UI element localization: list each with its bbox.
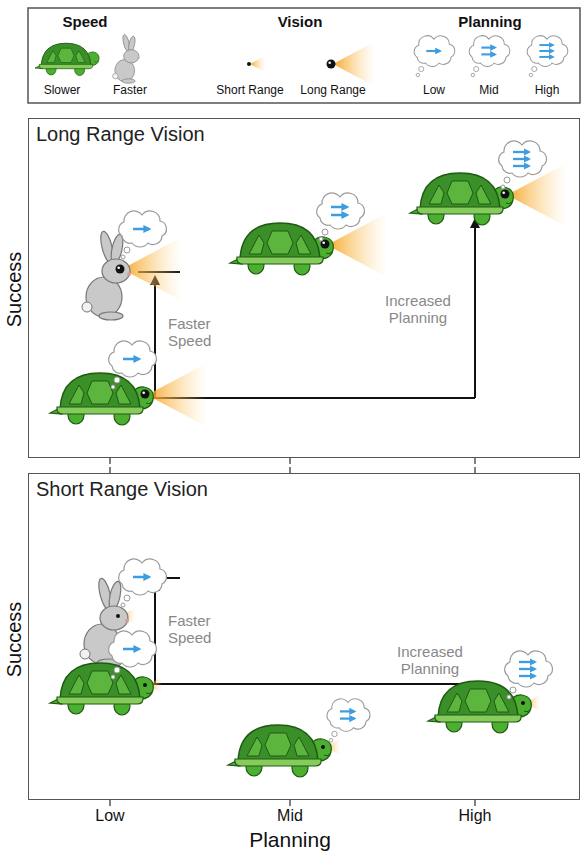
annotation: Faster Speed — [168, 612, 230, 647]
panel-title: Long Range Vision — [36, 123, 205, 146]
planning-sample — [414, 36, 455, 77]
thought-cloud — [327, 699, 370, 742]
thought-cloud — [119, 559, 167, 607]
legend-text: Mid — [449, 84, 529, 98]
planning-sample — [539, 45, 553, 57]
legend-heading: Speed — [40, 13, 130, 30]
plan-arrows — [513, 152, 529, 166]
legend-text: High — [507, 84, 587, 98]
annotation: Faster Speed — [168, 315, 230, 350]
panel-box: Long Range Vision — [28, 118, 580, 458]
legend-samples — [35, 34, 568, 87]
axis-ticks — [289, 467, 291, 473]
axis-title: Success — [3, 230, 26, 350]
rabbit — [82, 230, 131, 320]
planning-sample — [469, 36, 510, 77]
plan-arrows — [331, 207, 347, 215]
axis-ticks — [474, 467, 476, 473]
eye — [141, 390, 150, 399]
legend-heading: Planning — [445, 13, 535, 30]
thought-cloud — [499, 141, 547, 189]
eye — [116, 265, 125, 274]
axis-ticks — [109, 458, 111, 464]
axis-ticks — [109, 467, 111, 473]
turtle — [228, 725, 331, 777]
plan-arrows — [123, 649, 139, 650]
eye — [321, 745, 325, 749]
rabbit-sample — [113, 34, 140, 83]
planning-sample — [481, 48, 495, 55]
legend-text: Faster — [90, 84, 170, 98]
baseline — [150, 683, 475, 685]
long-range-scene — [50, 141, 567, 427]
thought-cloud — [109, 341, 157, 389]
axis-label: Low — [75, 807, 145, 825]
legend-text: Short Range — [210, 84, 290, 98]
eye — [116, 614, 120, 618]
axis-label: Mid — [255, 807, 325, 825]
short-range-scene — [50, 559, 552, 777]
plan-arrows — [133, 577, 149, 578]
turtle-sample — [35, 43, 99, 75]
axis-ticks — [474, 800, 476, 806]
eye — [143, 683, 147, 687]
short-vision-sample — [247, 62, 251, 66]
thought-cloud — [109, 631, 157, 679]
turtle — [50, 663, 153, 715]
vision-cone — [147, 363, 207, 427]
axis-ticks — [109, 800, 111, 806]
legend-frame — [28, 8, 580, 103]
eye — [521, 701, 525, 705]
annotation: Increased Planning — [380, 643, 480, 678]
axis-ticks — [289, 800, 291, 806]
axis-label: Planning — [220, 828, 360, 852]
panel-title: Short Range Vision — [36, 478, 208, 501]
axis-label: High — [440, 807, 510, 825]
plan-arrows — [519, 662, 535, 676]
plan-arrows — [340, 711, 354, 718]
short-vision-sample — [250, 56, 265, 72]
panel-box: Short Range Vision — [28, 473, 580, 800]
thought-cloud — [119, 211, 167, 259]
legend-text: Low — [394, 84, 474, 98]
legend-heading: Vision — [255, 13, 345, 30]
speed-arrow — [154, 583, 156, 684]
planning-sample — [426, 51, 440, 52]
axis-title: Success — [3, 580, 26, 700]
turtle — [230, 223, 333, 275]
planning-arrow — [474, 220, 476, 398]
thought-cloud — [317, 193, 365, 241]
turtle — [410, 173, 513, 225]
plan-arrows — [133, 229, 149, 230]
annotation: Increased Planning — [368, 292, 468, 327]
long-vision-sample — [333, 42, 375, 87]
axis-ticks — [110, 458, 475, 806]
eye — [501, 190, 510, 199]
axis-ticks — [474, 458, 476, 464]
turtle — [50, 373, 153, 425]
axis-ticks — [289, 458, 291, 464]
legend-text: Long Range — [293, 84, 373, 98]
thought-cloud — [505, 651, 553, 699]
planning-sample — [527, 36, 568, 77]
long-vision-sample — [327, 60, 336, 69]
speed-arrow — [154, 277, 156, 398]
legend-text: Slower — [22, 84, 102, 98]
vision-cone — [122, 237, 182, 301]
plan-arrows — [123, 359, 139, 360]
